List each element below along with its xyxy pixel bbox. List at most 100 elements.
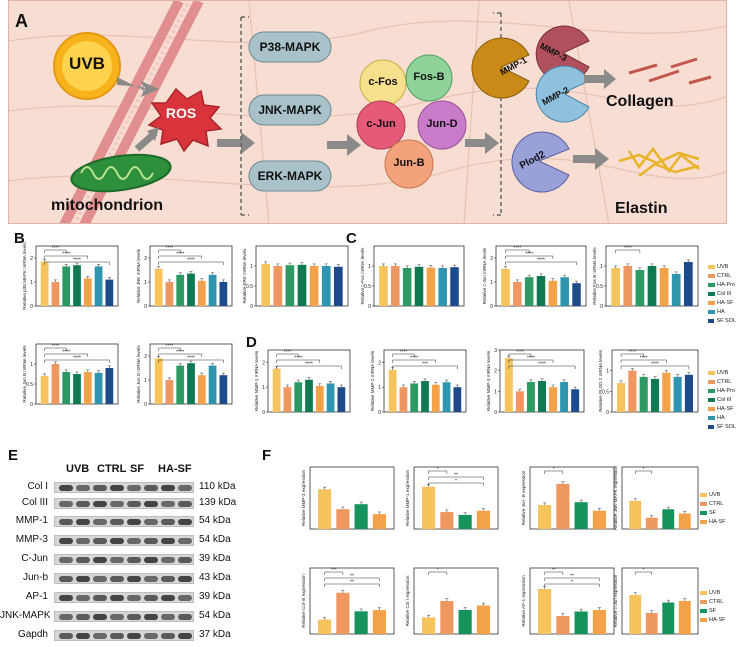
bar-ha-pro	[402, 268, 412, 306]
western-band-strip	[54, 498, 194, 509]
bar-ha	[94, 266, 103, 306]
western-band	[76, 519, 90, 525]
western-band-strip	[54, 482, 194, 493]
bar-uvb	[538, 505, 552, 529]
significance-label: *	[571, 579, 573, 585]
legend-item-ha-sf: HA-SF	[700, 517, 736, 526]
legend-item-col-iii: Col III	[708, 395, 736, 404]
significance-label: **	[570, 573, 574, 579]
y-axis-label: Relative ERK mRNA levels	[242, 248, 247, 304]
western-row-label: C-Jun	[21, 553, 48, 564]
bar-ha-sf	[372, 610, 386, 634]
western-header-uvb: UVB	[66, 463, 90, 475]
y-axis-label: Relative JNK-MAPK expression	[613, 465, 618, 530]
bar-ha-pro	[526, 382, 535, 412]
legend-label: HA-SF	[717, 405, 734, 412]
legend-swatch	[708, 397, 715, 402]
western-band	[93, 576, 107, 582]
bar-sf-sol	[333, 266, 343, 306]
chart-13: Relative MMP-3 expression	[301, 466, 395, 530]
y-tick-label: 0	[250, 304, 253, 310]
western-band	[110, 485, 124, 491]
bar-ha-pro	[524, 277, 534, 306]
significance-label: ****	[166, 343, 174, 349]
western-band	[127, 576, 141, 582]
western-band	[127, 595, 141, 601]
western-band	[93, 614, 107, 620]
legend-label: SF	[709, 509, 717, 516]
panel-letter-d: D	[246, 334, 257, 351]
significance-bracket	[428, 571, 448, 575]
western-band	[144, 557, 158, 563]
western-band	[76, 595, 90, 601]
c-fos-label: c-Fos	[368, 76, 398, 88]
y-tick-label: 3	[494, 348, 497, 354]
legend-label: HA-Pro	[717, 281, 736, 288]
y-tick-label: 0	[606, 410, 609, 416]
western-band	[76, 501, 90, 507]
bar-sf-sol	[105, 368, 114, 404]
fos-b-label: Fos-B	[413, 71, 445, 83]
bar-sf	[354, 504, 368, 529]
legend-item-ctrl: CTRL	[708, 271, 736, 280]
sun-icon	[53, 32, 121, 100]
western-band	[127, 538, 141, 544]
western-band	[93, 557, 107, 563]
legend-item-ctrl: CTRL	[700, 597, 736, 606]
bar-ha-sf	[662, 372, 671, 412]
mmp-bracket	[493, 12, 502, 216]
western-band	[127, 501, 141, 507]
bar-ha	[442, 382, 451, 412]
western-kda-label: 39 kDa	[199, 553, 231, 564]
significance-label: *	[455, 478, 457, 484]
significance-bracket	[620, 353, 644, 357]
legend-swatch	[700, 590, 707, 595]
y-axis-label: Relative c-Jun expression	[613, 574, 618, 627]
bar-ctrl	[51, 282, 60, 306]
significance-bracket	[505, 261, 577, 265]
significance-bracket	[44, 255, 89, 259]
western-band	[110, 501, 124, 507]
western-band	[59, 633, 73, 639]
western-band	[127, 557, 141, 563]
p38-mapk-label: P38-MAPK	[259, 40, 321, 54]
significance-label: ****	[513, 245, 521, 251]
legend-label: UVB	[717, 263, 729, 270]
western-kda-label: 54 kDa	[199, 610, 231, 621]
bar-sf	[458, 610, 472, 634]
chart-18: Relative Col I expression*	[405, 567, 499, 635]
significance-bracket	[508, 359, 554, 363]
bar-ha-sf	[83, 278, 92, 306]
significance-label: ****	[624, 245, 632, 251]
chart-15: Relative Jun- B expression*	[521, 466, 615, 530]
western-row-label: Col I	[27, 481, 48, 492]
legend-item-ha-pro: HA-Pro	[708, 280, 736, 289]
arrows-to-ros	[117, 77, 159, 152]
bar-ha-pro	[176, 274, 185, 306]
legend-label: HA	[717, 414, 725, 421]
legend-item-sf: SF	[700, 606, 736, 615]
arrow-ros-mapk	[217, 132, 255, 154]
y-tick-label: 0	[144, 402, 147, 408]
y-tick-label: 1	[600, 264, 603, 270]
significance-bracket	[505, 255, 554, 259]
y-tick-label: 1	[144, 378, 147, 384]
y-axis-label: Relative c-Fos mRNA levels	[360, 247, 365, 305]
y-tick-label: 1	[606, 369, 609, 375]
bar-uvb	[501, 268, 510, 306]
western-band	[161, 557, 175, 563]
significance-bracket	[158, 353, 203, 357]
western-band-strip	[54, 535, 194, 546]
mitochondrion-label: mitochondrion	[51, 197, 163, 214]
significance-label: ****	[52, 245, 60, 251]
western-band	[93, 595, 107, 601]
y-tick-label: 1	[490, 280, 493, 286]
significance-bracket	[44, 353, 89, 357]
bar-col-iii	[73, 374, 81, 404]
western-band	[59, 501, 73, 507]
c-jun-label: c-Jun	[366, 118, 396, 130]
y-tick-label: 2	[378, 360, 381, 366]
y-axis-label: Relative Fos B mRNA levels	[592, 247, 597, 305]
